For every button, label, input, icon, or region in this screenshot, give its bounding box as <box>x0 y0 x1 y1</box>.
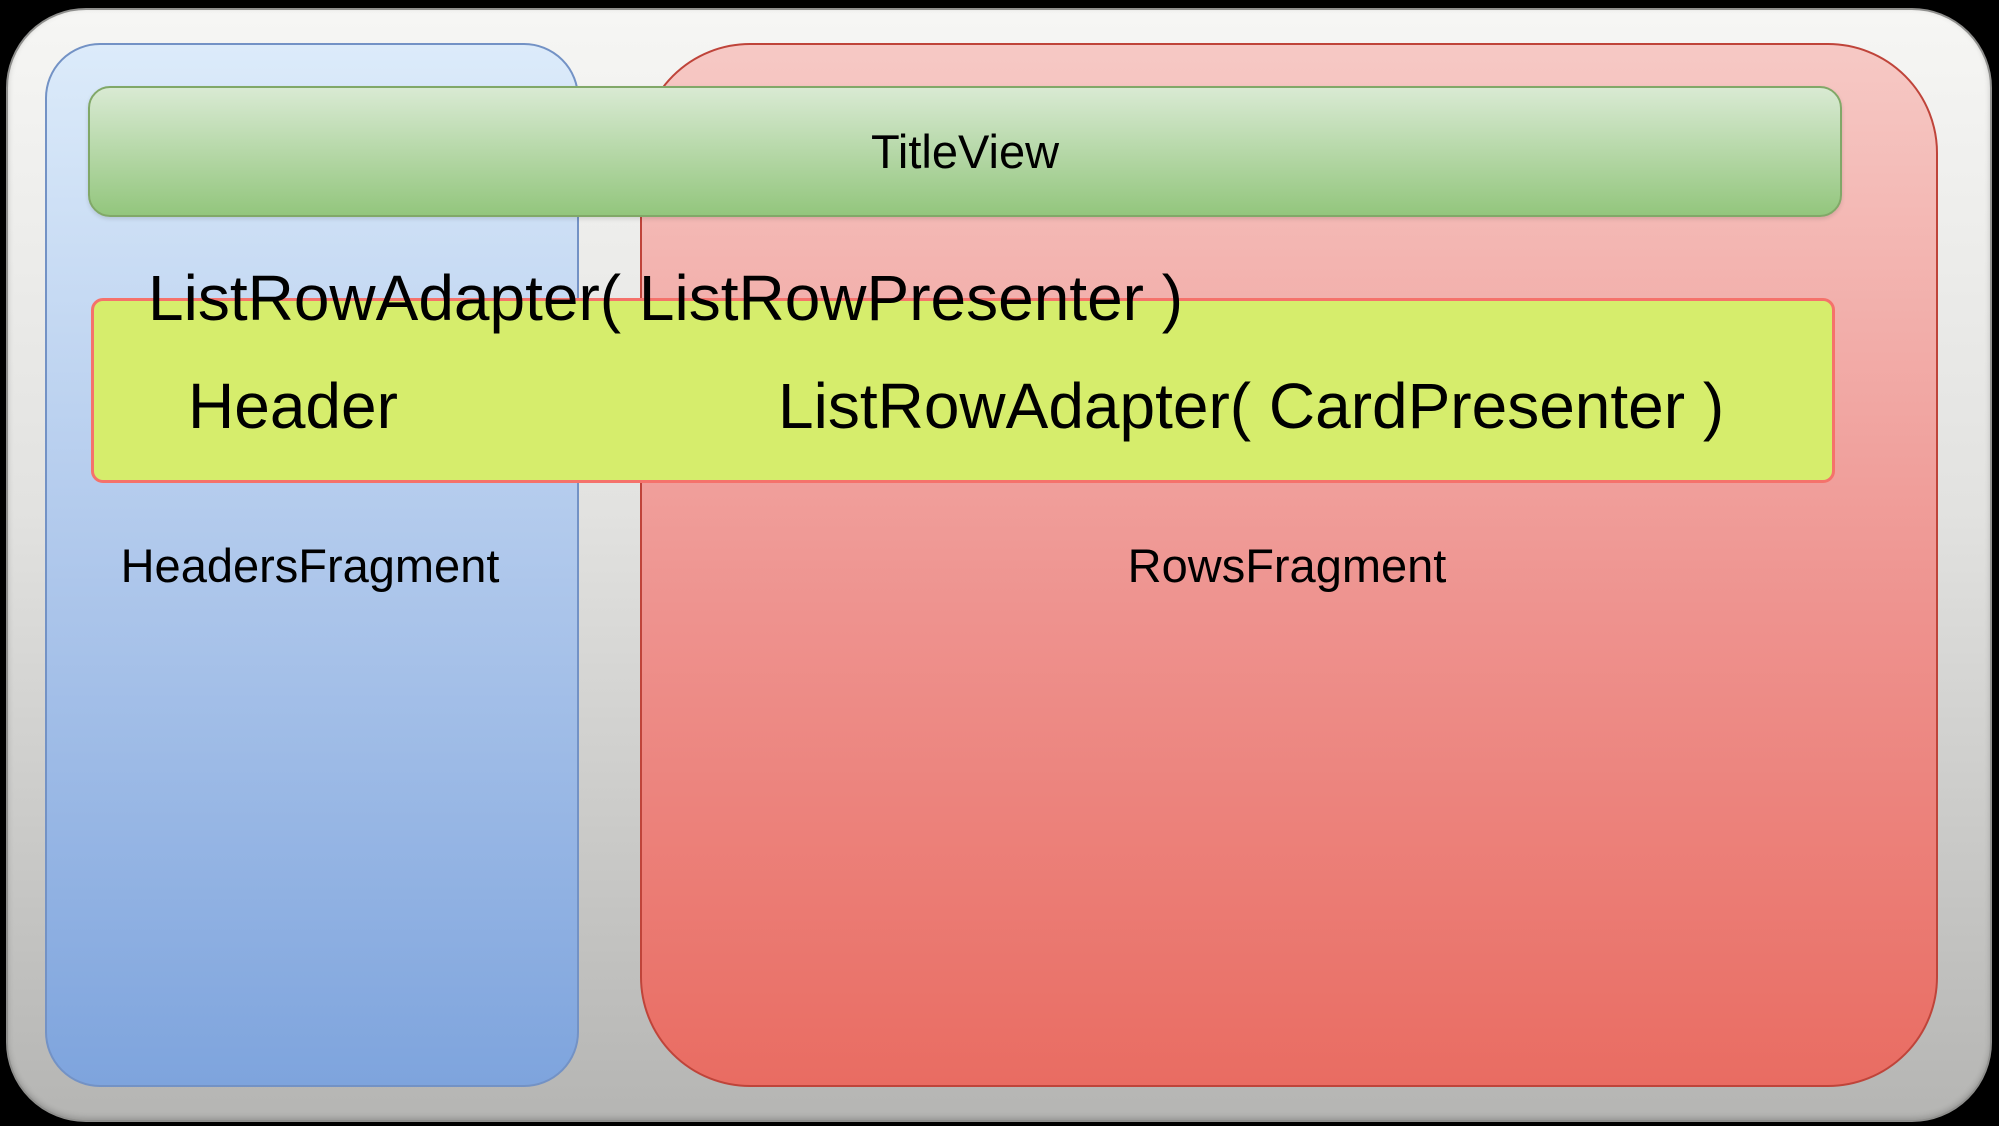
title-view-label: TitleView <box>870 125 1060 178</box>
headers-fragment-box <box>45 43 579 1087</box>
list-row-box <box>91 298 1835 483</box>
header-label: Header <box>188 370 398 442</box>
card-presenter-adapter-label: ListRowAdapter( CardPresenter ) <box>778 370 1725 442</box>
rows-fragment-box <box>640 43 1938 1087</box>
rows-fragment-label: RowsFragment <box>1127 539 1447 592</box>
title-view-bar: TitleView <box>88 86 1842 217</box>
headers-fragment-label: HeadersFragment <box>120 539 500 592</box>
list-row-adapter-presenter-label: ListRowAdapter( ListRowPresenter ) <box>148 262 1184 334</box>
